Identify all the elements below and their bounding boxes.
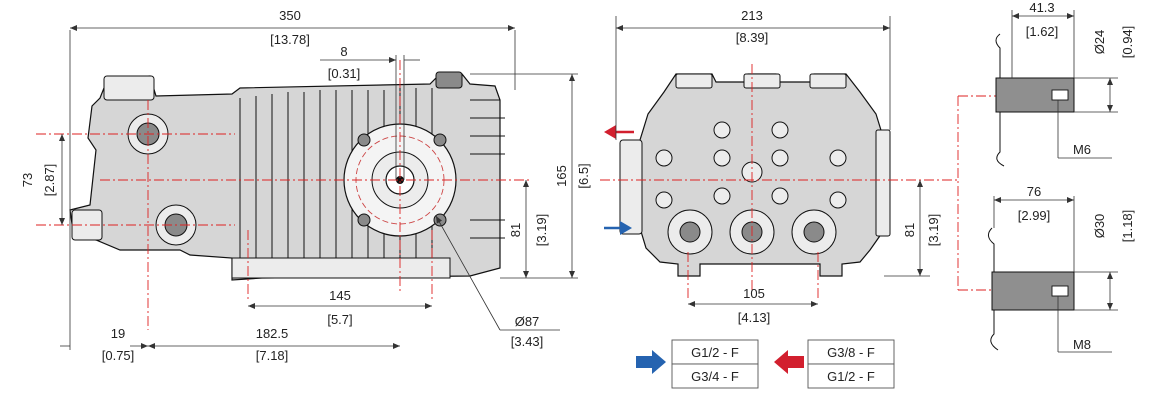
dim-left-offset-mm: 19 [111, 326, 125, 341]
dim-foot-holes-mm: 145 [329, 288, 351, 303]
dim-overall-length: 350 [13.78] [69, 8, 516, 240]
shaft-top-length-mm: 41.3 [1029, 0, 1054, 15]
front-view: 213 [8.39] 81 [3.19] 105 [4.13] [600, 8, 1000, 325]
outlet-port-size-1: G3/8 - F [827, 345, 875, 360]
dim-ports-spacing-mm: 73 [20, 173, 35, 187]
shaft-detail-bottom: 76 [2.99] Ø30 [1.18] M8 [988, 184, 1135, 353]
outlet-port-size-2: G1/2 - F [827, 369, 875, 384]
dim-overall-length-inch: [13.78] [270, 32, 310, 47]
dim-shaft-height-inch: [3.19] [534, 214, 549, 247]
dim-front-width-inch: [8.39] [736, 30, 769, 45]
dim-foot-to-shaft-inch: [7.18] [256, 348, 289, 363]
inlet-port-size-1: G1/2 - F [691, 345, 739, 360]
shaft-top-length-inch: [1.62] [1026, 24, 1059, 39]
dim-shaft-height-mm: 81 [508, 223, 523, 237]
dim-front-foot-holes: 105 [4.13] [688, 286, 818, 325]
dim-flange-diameter: Ø87 [3.43] [435, 215, 560, 349]
dim-front-width: 213 [8.39] [615, 8, 891, 140]
inlet-arrow-icon [636, 350, 666, 374]
dim-front-shaft-height-mm: 81 [902, 223, 917, 237]
shaft-top-thread: M6 [1073, 142, 1091, 157]
shaft-bottom-length-mm: 76 [1027, 184, 1041, 199]
dim-foot-to-shaft-mm: 182.5 [256, 326, 289, 341]
dim-ports-spacing: 73 [2.87] [20, 134, 65, 225]
dim-front-foot-holes-inch: [4.13] [738, 310, 771, 325]
shaft-bottom-diameter-inch: [1.18] [1120, 210, 1135, 243]
front-view-inlet-arrow [604, 221, 632, 235]
dim-shaft-key: 8 [0.31] [320, 44, 420, 180]
dim-front-shaft-height: 81 [3.19] [884, 180, 941, 277]
shaft-bottom-length-inch: [2.99] [1018, 208, 1051, 223]
inlet-port-size-2: G3/4 - F [691, 369, 739, 384]
dim-left-offset: 19 [0.75] [60, 240, 148, 363]
dim-height-total: 165 [6.5] [470, 73, 591, 279]
dim-foot-holes: 145 [5.7] [248, 288, 432, 327]
dim-foot-holes-inch: [5.7] [327, 312, 352, 327]
outlet-port-table: G3/8 - F G1/2 - F [774, 339, 895, 389]
shaft-top-diameter-mm: Ø24 [1092, 30, 1107, 55]
dim-front-foot-holes-mm: 105 [743, 286, 765, 301]
dim-shaft-key-inch: [0.31] [328, 66, 361, 81]
side-view: 350 [13.78] 8 [0.31] 73 [2.87] 165 [6.5] [20, 8, 591, 363]
dim-flange-diameter-mm: Ø87 [515, 314, 540, 329]
front-view-centerlines [600, 64, 1000, 300]
dim-overall-length-mm: 350 [279, 8, 301, 23]
shaft-bottom-diameter-mm: Ø30 [1092, 214, 1107, 239]
dim-foot-to-shaft: 182.5 [7.18] [148, 326, 400, 363]
dim-ports-spacing-inch: [2.87] [42, 164, 57, 197]
dim-flange-diameter-inch: [3.43] [511, 334, 544, 349]
dim-height-total-inch: [6.5] [576, 163, 591, 188]
side-view-centerlines [36, 60, 530, 330]
front-view-pump-body [619, 73, 891, 277]
inlet-port-table: G1/2 - F G3/4 - F [636, 339, 759, 389]
dim-height-total-mm: 165 [554, 165, 569, 187]
dim-front-width-mm: 213 [741, 8, 763, 23]
dim-left-offset-inch: [0.75] [102, 348, 135, 363]
shaft-top-diameter-inch: [0.94] [1120, 26, 1135, 59]
outlet-arrow-icon [774, 350, 804, 374]
shaft-detail-top: 41.3 [1.62] Ø24 [0.94] M6 [995, 0, 1135, 167]
dim-front-shaft-height-inch: [3.19] [926, 214, 941, 247]
shaft-bottom-thread: M8 [1073, 337, 1091, 352]
dim-shaft-height: 81 [3.19] [508, 180, 549, 278]
side-view-pump-body [69, 71, 505, 281]
front-view-outlet-arrow [604, 125, 634, 139]
dim-shaft-key-mm: 8 [340, 44, 347, 59]
